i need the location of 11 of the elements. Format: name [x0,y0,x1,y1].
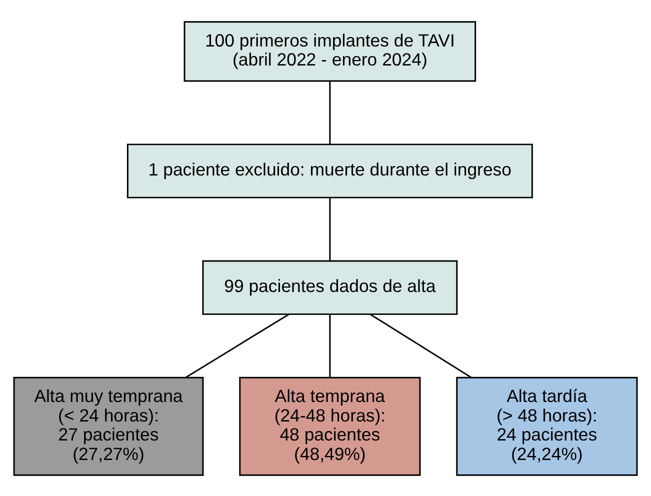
node-box: 100 primeros implantes de TAVI (abril 2022 - enero 2024) [184,20,476,82]
node-box: Alta muy temprana (< 24 horas): 27 pacientes (27,27%) [13,376,204,476]
connector [329,197,331,260]
node-box: 99 pacientes dados de alta [202,260,458,314]
connector [329,314,331,377]
node-box: 1 paciente excluido: muerte durante el ingreso [126,143,533,198]
connector [185,313,290,378]
connector [370,313,472,378]
node-box: Alta tardía (> 48 horas): 24 pacientes (24,24%) [456,376,638,476]
node-box: Alta temprana (24-48 horas): 48 pacientes (48,49%) [239,376,421,476]
connector [329,80,331,144]
